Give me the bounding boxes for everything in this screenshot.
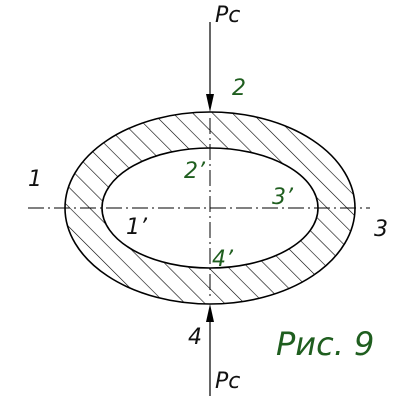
bottom-force-arrow xyxy=(206,304,214,396)
point-label-2-prime: 2’ xyxy=(184,159,206,184)
force-label-bottom: Pc xyxy=(215,369,240,394)
point-label-3-prime: 3’ xyxy=(272,185,294,210)
point-label-2: 2 xyxy=(232,76,246,101)
point-label-1-prime: 1’ xyxy=(126,215,148,240)
top-force-arrow xyxy=(206,22,214,112)
point-label-4: 4 xyxy=(188,325,202,350)
force-label-top: Pc xyxy=(215,3,240,28)
point-label-1: 1 xyxy=(28,167,42,192)
figure-caption: Рис. 9 xyxy=(276,325,374,363)
point-label-3: 3 xyxy=(374,217,388,242)
point-label-4-prime: 4’ xyxy=(212,247,234,272)
